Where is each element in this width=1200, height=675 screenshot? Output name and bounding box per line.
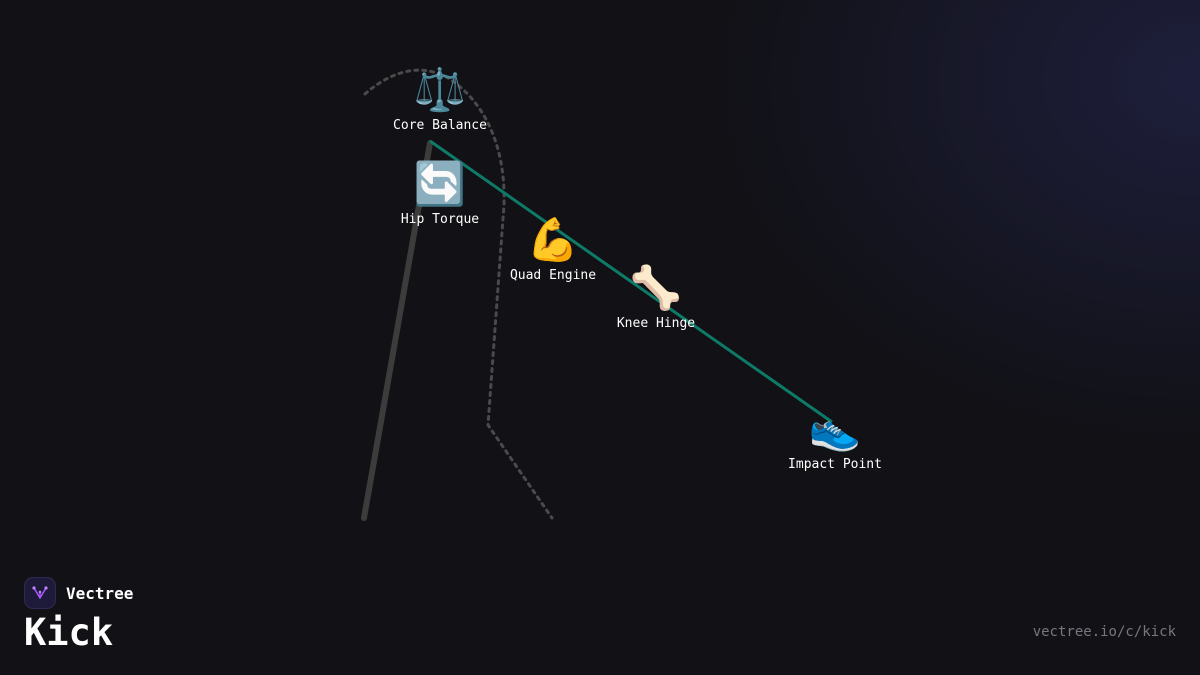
- vectree-logo-icon: [24, 577, 56, 609]
- node-hip-torque: 🔄 Hip Torque: [400, 159, 480, 228]
- node-impact-point: 👟 Impact Point: [788, 404, 882, 473]
- node-label-impact-point: Impact Point: [788, 457, 882, 472]
- rotate-arrows-icon: 🔄: [413, 159, 467, 208]
- node-quad-engine: 💪 Quad Engine: [509, 215, 597, 284]
- swing-path-dotted: [363, 68, 554, 520]
- node-knee-hinge: 🦴 Knee Hinge: [616, 263, 696, 332]
- stance-leg-line: [361, 140, 433, 521]
- node-core-balance: ⚖️ Core Balance: [393, 65, 487, 134]
- page-title: Kick: [24, 611, 114, 654]
- node-label-core-balance: Core Balance: [393, 118, 487, 133]
- node-label-hip-torque: Hip Torque: [400, 212, 480, 227]
- bone-icon: 🦴: [629, 263, 683, 312]
- node-label-quad-engine: Quad Engine: [509, 268, 597, 283]
- balance-scale-icon: ⚖️: [413, 65, 467, 114]
- node-label-knee-hinge: Knee Hinge: [616, 316, 696, 331]
- flexed-biceps-icon: 💪: [526, 215, 580, 264]
- brand-name: Vectree: [66, 583, 134, 603]
- running-shoe-icon: 👟: [808, 404, 862, 453]
- page-url[interactable]: vectree.io/c/kick: [1032, 624, 1176, 640]
- kick-line: [429, 139, 833, 424]
- brand[interactable]: Vectree: [24, 577, 133, 609]
